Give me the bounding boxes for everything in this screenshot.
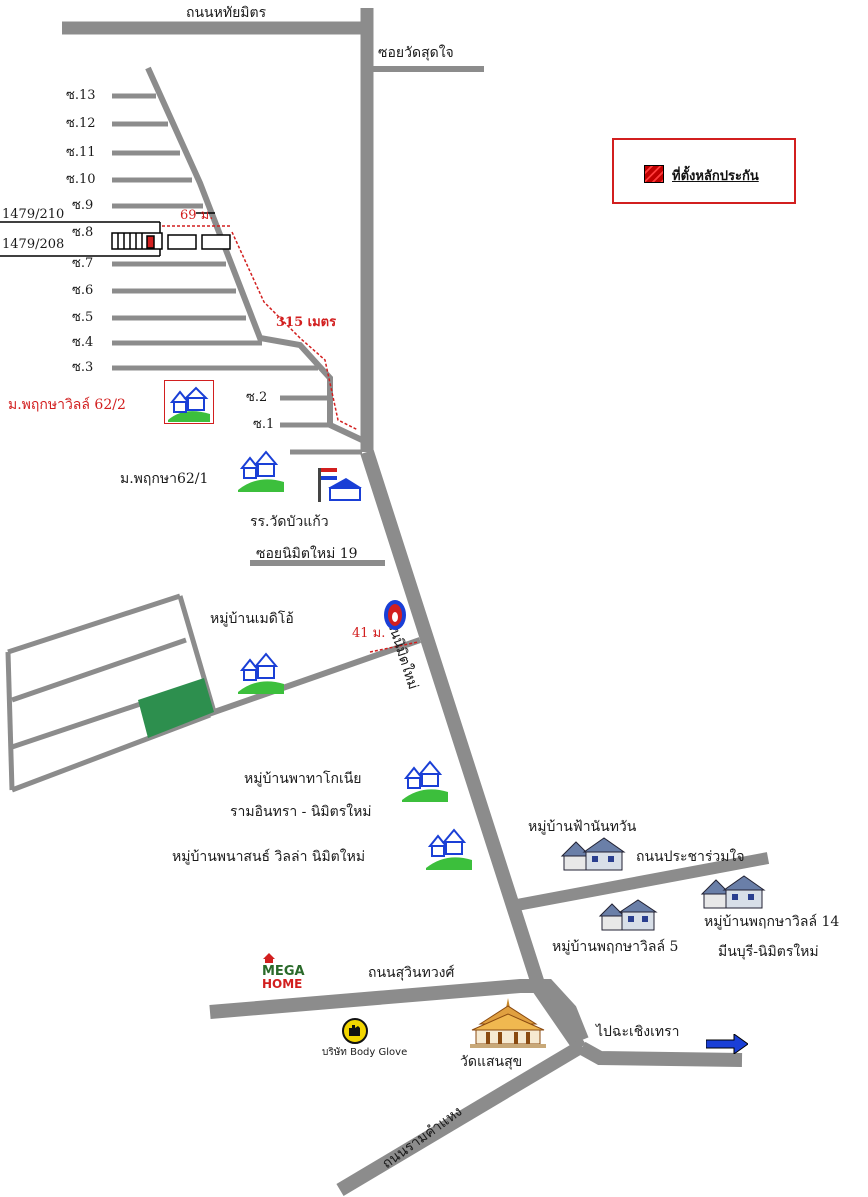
road-to-medio xyxy=(199,637,421,720)
parcel-number-208: 1479/208 xyxy=(2,237,65,252)
place-label-pruksaville-14-sub: มีนบุรี-นิมิตรใหม่ xyxy=(718,944,819,960)
parcel-number-210: 1479/210 xyxy=(2,207,65,222)
village-icon xyxy=(426,828,472,870)
soi8-plots xyxy=(0,212,231,257)
place-label-bodyglove: บริษัท Body Glove xyxy=(322,1047,408,1058)
townhouse-icon xyxy=(560,837,626,871)
green-plot xyxy=(138,678,214,738)
road-cha xyxy=(578,1041,743,1067)
road-label-chachoengsao: ไปฉะเชิงเทรา xyxy=(596,1024,680,1040)
mega-home-house-icon xyxy=(263,953,275,963)
place-label-patagonia-sub: รามอินทรา - นิมิตรใหม่ xyxy=(230,804,372,820)
dist-315-line xyxy=(231,231,359,431)
soi-label-12: ซ.12 xyxy=(66,116,96,131)
village-icon xyxy=(164,380,214,424)
road-label-pracha: ถนนประชาร่วมใจ xyxy=(636,849,745,865)
soi-label-7: ซ.7 xyxy=(72,256,94,271)
soi-label-11: ซ.11 xyxy=(66,145,96,160)
soi-label-6: ซ.6 xyxy=(72,283,94,298)
place-label-pruksaville-5: หมู่บ้านพฤกษาวิลล์ 5 xyxy=(552,939,679,955)
collateral-swatch-icon xyxy=(644,165,664,183)
place-label-temple: วัดแสนสุข xyxy=(460,1054,523,1070)
soi-label-4: ซ.4 xyxy=(72,335,94,350)
direction-arrow-icon xyxy=(706,1034,748,1054)
soi-label-5: ซ.5 xyxy=(72,310,94,325)
place-label-pruksaville-62-2: ม.พฤกษาวิลล์ 62/2 xyxy=(8,397,126,413)
soi-label-9: ซ.9 xyxy=(72,198,94,213)
soi-label-1: ซ.1 xyxy=(253,417,275,432)
dist-41-line xyxy=(369,641,419,653)
road-pracha xyxy=(515,852,770,911)
road-suwin xyxy=(209,979,589,1043)
road-label-soi-watsudjai: ซอยวัดสุดใจ xyxy=(378,45,454,61)
townhouse-icon xyxy=(700,875,766,909)
legend-label: ที่ตั้งหลักประกัน xyxy=(672,169,759,184)
place-label-panason-villa: หมู่บ้านพนาสนธ์ วิลล่า นิมิตใหม่ xyxy=(172,849,366,865)
place-label-pruksa-62-1: ม.พฤกษา62/1 xyxy=(120,471,209,487)
road-label-hathaimit: ถนนหทัยมิตร xyxy=(186,5,267,21)
place-label-school: รร.วัดบัวแก้ว xyxy=(250,514,329,530)
school-icon xyxy=(318,468,362,502)
place-label-pruksaville-14: หมู่บ้านพฤกษาวิลล์ 14 xyxy=(704,914,840,930)
distance-69m: 69 ม. xyxy=(180,208,214,223)
temple-icon xyxy=(470,998,546,1048)
place-label-medio: หมู่บ้านเมดิโอ้ xyxy=(210,611,294,627)
soi-label-10: ซ.10 xyxy=(66,172,96,187)
mega-home-logo-top: MEGA xyxy=(262,964,305,979)
road-ramkhamhaeng xyxy=(336,1039,586,1197)
soi-label-13: ซ.13 xyxy=(66,88,96,103)
soi-label-2: ซ.2 xyxy=(246,390,268,405)
distance-315m: 315 เมตร xyxy=(276,315,337,330)
place-label-patagonia: หมู่บ้านพาทาโกเนีย xyxy=(244,771,362,787)
bodyglove-logo-icon xyxy=(342,1018,368,1044)
road-label-soi19: ซอยนิมิตใหม่ 19 xyxy=(256,546,358,562)
village-icon xyxy=(238,652,284,694)
gas-station-icon xyxy=(384,600,406,630)
townhouse-icon xyxy=(598,899,658,931)
legend-box: ที่ตั้งหลักประกัน xyxy=(612,138,796,204)
village-icon xyxy=(238,450,284,492)
soi-label-8: ซ.8 xyxy=(72,225,94,240)
village-icon xyxy=(402,760,448,802)
mega-home-logo-bottom: HOME xyxy=(262,977,303,991)
road-label-suwin: ถนนสุวินทวงศ์ xyxy=(368,965,455,981)
place-label-fananthawan: หมู่บ้านฟ้านันทวัน xyxy=(528,819,637,835)
soi-label-3: ซ.3 xyxy=(72,360,94,375)
distance-41m: 41 ม. xyxy=(352,626,386,641)
road-nimitmai-south xyxy=(360,449,586,1052)
